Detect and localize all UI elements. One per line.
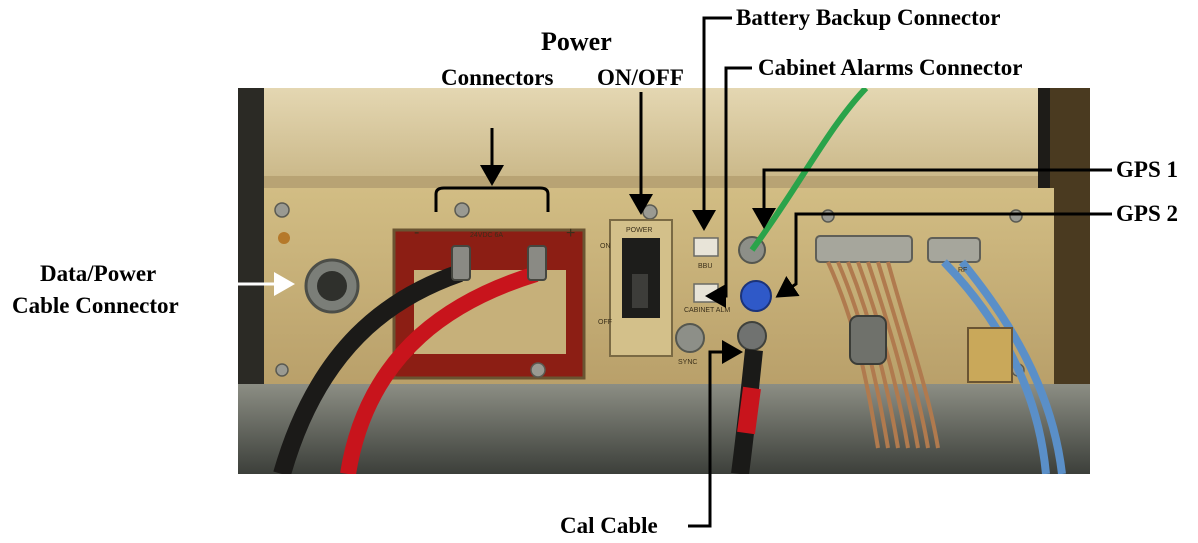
label-power-connectors-line2: Connectors (441, 65, 554, 90)
label-data-power-line2: Cable Connector (12, 293, 179, 318)
marking-rf: RF (958, 267, 967, 274)
marking-on: ON (600, 243, 611, 250)
marking-dc-input: 24VDC 6A (470, 232, 503, 239)
label-power-onoff: ON/OFF (597, 65, 684, 90)
label-gps1: GPS 1 (1116, 157, 1178, 182)
label-cabinet-alarms-connector: Cabinet Alarms Connector (758, 55, 1023, 80)
marking-off: OFF (598, 319, 612, 326)
equipment-photo: 24VDC 6A - + POWER ON OFF BBU CABINET AL… (238, 88, 1090, 474)
label-power-connectors-line1: Power (541, 27, 612, 56)
marking-sync: SYNC (678, 359, 697, 366)
marking-plus: + (566, 225, 575, 242)
marking-power: POWER (626, 227, 652, 234)
label-battery-backup-connector: Battery Backup Connector (736, 5, 1001, 30)
label-data-power-line1: Data/Power (40, 261, 157, 286)
marking-bbu: BBU (698, 263, 712, 270)
label-gps2: GPS 2 (1116, 201, 1178, 226)
marking-cabinet-alm: CABINET ALM (684, 307, 730, 314)
label-cal-cable: Cal Cable (560, 513, 658, 538)
marking-minus: - (414, 224, 419, 241)
